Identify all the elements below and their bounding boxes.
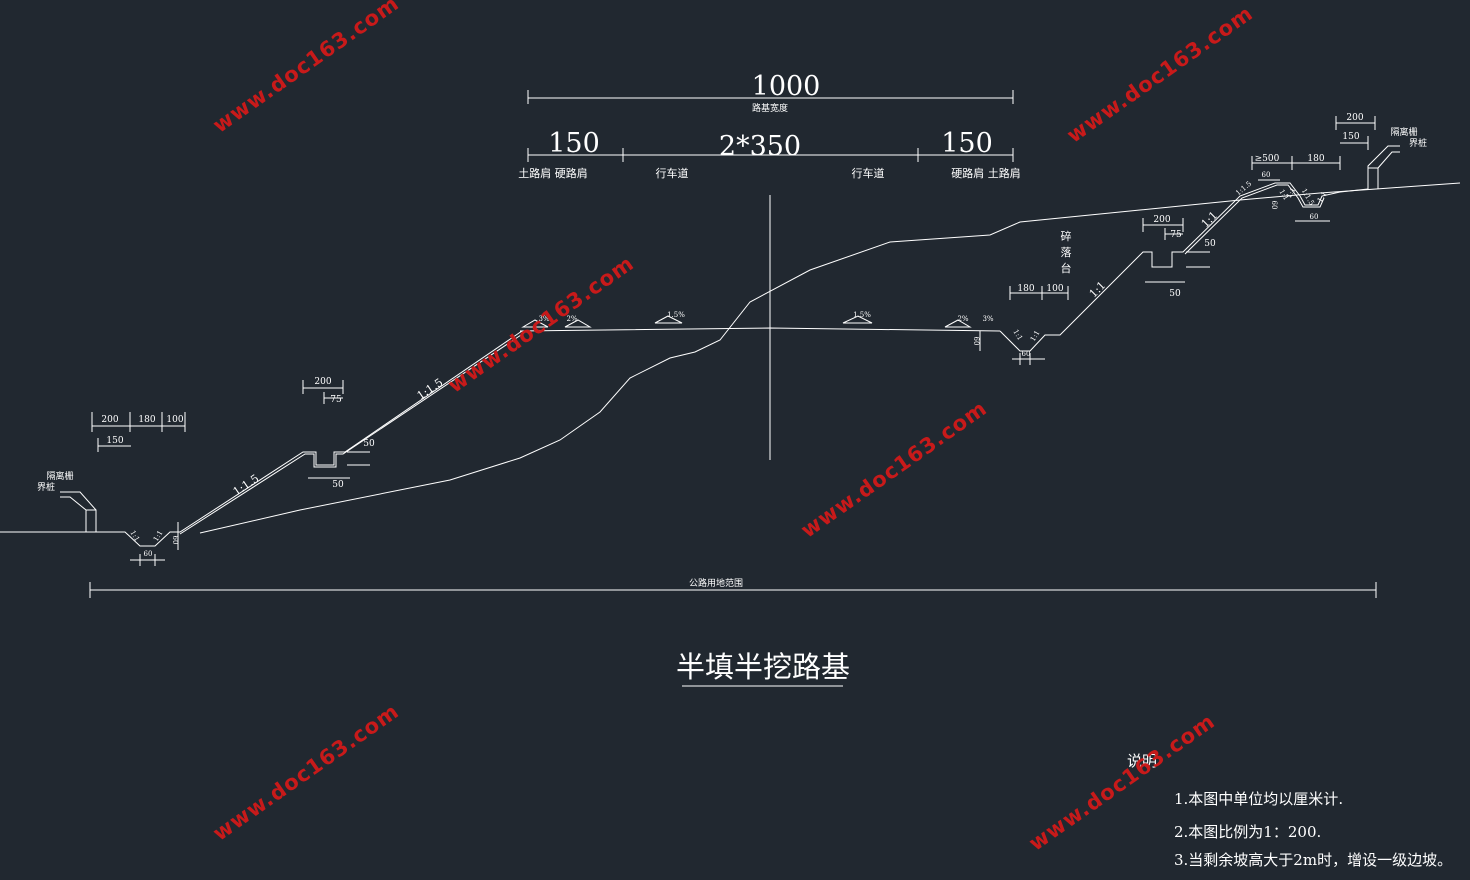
lane-label-3: 行车道 — [852, 166, 885, 180]
dim-right-shoulder: 150 — [941, 128, 993, 159]
left-platform-50a: 50 — [363, 439, 375, 449]
top-dimensions — [527, 90, 1014, 162]
left-d150: 150 — [106, 436, 123, 446]
right-fence — [1367, 145, 1400, 189]
dim-lanes: 2*350 — [719, 131, 801, 162]
lane-label-1: 土路肩 硬路肩 — [518, 166, 588, 180]
land-range-dim — [89, 582, 1377, 598]
left-platform-75: 75 — [330, 395, 342, 405]
right-platform-dims — [1142, 218, 1210, 283]
right-d180: 180 — [1307, 154, 1324, 164]
left-d100: 100 — [166, 415, 183, 425]
lane-label-4: 硬路肩 土路肩 — [951, 166, 1021, 180]
watermark-1: www.doc163.com — [208, 0, 403, 138]
road-marks — [521, 315, 972, 328]
dim-left-shoulder: 150 — [548, 128, 600, 159]
crown-right-3: 3% — [982, 315, 993, 323]
left-fence-label-2: 界桩 — [37, 481, 55, 493]
left-fence-label-1: 隔离栅 — [46, 470, 73, 482]
left-platform-dims — [302, 380, 370, 479]
right-top-dims — [1251, 116, 1376, 222]
right-berm-label-3: 台 — [1061, 261, 1072, 275]
watermark-3: www.doc163.com — [443, 251, 638, 398]
right-ditch-60v: 60 — [972, 337, 980, 346]
right-profile — [999, 180, 1369, 352]
lane-label-2: 行车道 — [656, 166, 689, 180]
notes-heading: 说明 — [1127, 752, 1157, 770]
right-ditch-dims — [979, 331, 1045, 365]
left-slope-top: 1:1.5 — [415, 376, 446, 403]
note-3: 3.当剩余坡高大于2m时，增设一级边坡。 — [1174, 851, 1452, 869]
left-profile-inner — [179, 332, 525, 535]
dim-total: 1000 — [752, 71, 821, 102]
left-ditch-60: 60 — [144, 550, 153, 558]
right-slope-mid2: 1:1 — [1285, 186, 1298, 200]
right-fence-label-1: 隔离栅 — [1390, 126, 1417, 138]
right-d60a: 60 — [1262, 171, 1271, 179]
note-2: 2.本图比例为1：200. — [1174, 823, 1321, 841]
left-ditch-60v: 60 — [171, 536, 179, 545]
crown-left-3: 3% — [538, 315, 549, 323]
left-platform-50b: 50 — [332, 480, 344, 490]
right-slope-low: 1:1 — [1087, 279, 1109, 301]
right-d150: 150 — [1342, 132, 1359, 142]
ground-line — [199, 182, 1461, 534]
left-ditch-11a: 1:1 — [128, 529, 141, 543]
right-profile-inner — [1184, 184, 1325, 255]
slope-pct-right: 1.5% — [853, 311, 871, 319]
left-ditch-11b: 1:1 — [152, 529, 165, 543]
left-ditch-dims — [130, 522, 179, 566]
left-fence — [60, 491, 97, 532]
right-d60v: 60 — [1270, 201, 1278, 210]
watermark-2: www.doc163.com — [1062, 1, 1257, 148]
right-platform-50a: 50 — [1204, 239, 1216, 249]
drawing-title: 半填半挖路基 — [676, 650, 850, 684]
note-1: 1.本图中单位均以厘米计. — [1174, 790, 1343, 808]
right-fence-label-2: 界桩 — [1409, 137, 1427, 149]
left-d180: 180 — [138, 415, 155, 425]
land-range-label: 公路用地范围 — [689, 577, 743, 589]
left-slope-bottom: 1:1.5 — [231, 472, 262, 499]
right-berm-180: 180 — [1017, 284, 1034, 294]
right-slope-upper: 1:1 — [1199, 209, 1221, 231]
right-d60b: 60 — [1310, 213, 1319, 221]
right-platform-50b: 50 — [1169, 289, 1181, 299]
right-slope-mid3: 1:1.5 — [1300, 187, 1316, 207]
watermark-5: www.doc163.com — [208, 699, 403, 846]
crown-left-2: 2% — [566, 315, 577, 323]
right-platform-75: 75 — [1170, 230, 1182, 240]
right-platform-200: 200 — [1153, 215, 1170, 225]
right-ge500: ≥500 — [1255, 154, 1280, 164]
slope-pct-left: 1.5% — [667, 311, 685, 319]
left-top-dims — [91, 412, 186, 452]
left-platform-200: 200 — [314, 377, 331, 387]
right-ditch-11a: 1:1 — [1011, 328, 1024, 342]
right-berm-label-2: 落 — [1061, 246, 1072, 259]
road-surface — [519, 327, 1001, 332]
left-profile — [0, 330, 523, 547]
dim-total-label: 路基宽度 — [752, 102, 788, 114]
right-ditch-60: 60 — [1022, 350, 1031, 358]
crown-right-2: 2% — [957, 315, 968, 323]
left-d200: 200 — [101, 415, 118, 425]
right-d200: 200 — [1346, 113, 1363, 123]
right-berm-100: 100 — [1046, 284, 1063, 294]
right-berm-label-1: 碎 — [1061, 229, 1072, 243]
watermark-4: www.doc163.com — [796, 396, 991, 543]
right-berm-dims — [1009, 286, 1069, 300]
